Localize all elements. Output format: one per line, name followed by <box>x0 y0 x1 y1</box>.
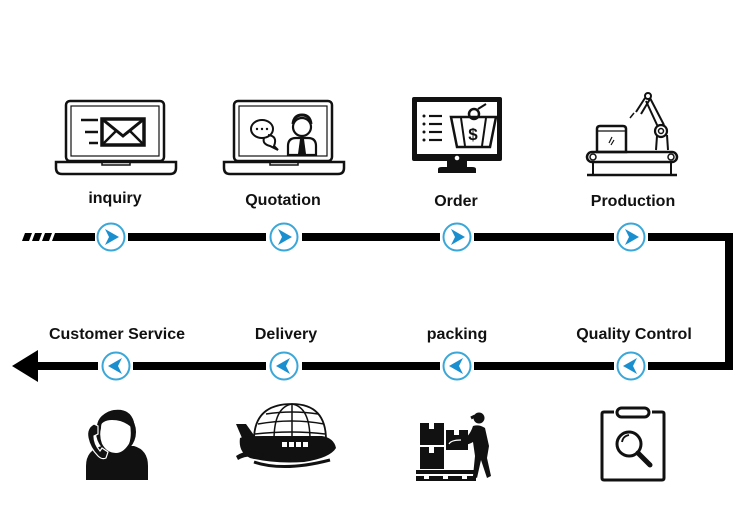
flow-node-packing <box>442 351 472 381</box>
svg-text:$: $ <box>468 125 478 144</box>
flow-node-order <box>442 222 472 252</box>
chevron-right-icon <box>616 222 646 252</box>
chevron-left-icon <box>442 351 472 381</box>
chevron-right-icon <box>96 222 126 252</box>
chevron-left-icon <box>101 351 131 381</box>
step-label-order: Order <box>434 193 478 210</box>
laptop-customer-support-icon <box>222 98 346 178</box>
step-label-quotation: Quotation <box>245 192 321 209</box>
worker-boxes-pallet-icon <box>415 412 501 482</box>
flow-node-customer-service <box>101 351 131 381</box>
clipboard-magnifier-icon <box>600 406 666 482</box>
step-label-inquiry: inquiry <box>88 190 142 207</box>
step-label-packing: packing <box>426 326 488 343</box>
flow-node-quotation <box>269 222 299 252</box>
flow-node-production <box>616 222 646 252</box>
airplane-globe-icon <box>234 402 342 476</box>
chevron-right-icon <box>269 222 299 252</box>
chevron-right-icon <box>442 222 472 252</box>
monitor-shopping-basket-icon: $ <box>410 95 504 179</box>
flow-node-quality-control <box>616 351 646 381</box>
chevron-left-icon <box>269 351 299 381</box>
person-phone-icon <box>84 406 152 482</box>
step-label-customer-service: Customer Service <box>48 326 186 343</box>
flow-node-inquiry <box>96 222 126 252</box>
laptop-envelope-icon <box>54 98 178 178</box>
dashed-start <box>22 233 95 241</box>
robot-arm-conveyor-icon <box>584 90 680 178</box>
step-label-delivery: Delivery <box>254 326 318 343</box>
chevron-left-icon <box>616 351 646 381</box>
flow-node-delivery <box>269 351 299 381</box>
step-label-quality-control: Quality Control <box>576 326 692 343</box>
step-label-production: Production <box>590 193 676 210</box>
end-arrowhead <box>12 350 38 382</box>
